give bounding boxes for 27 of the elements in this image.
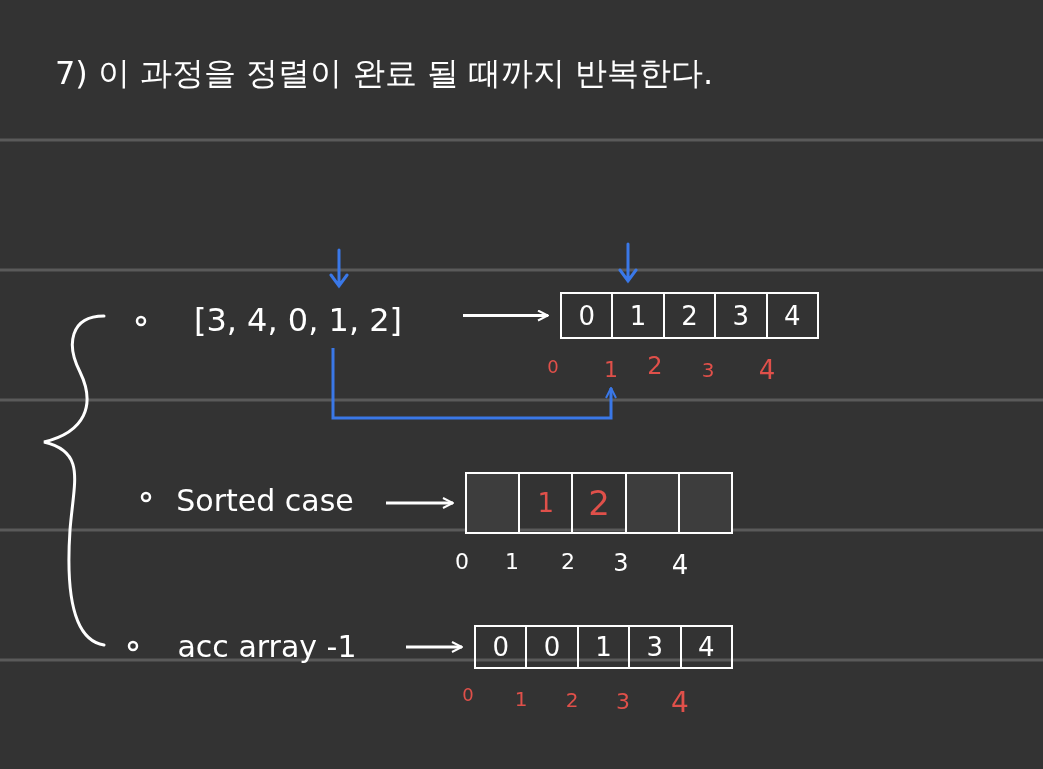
index-number: 4 — [758, 355, 776, 385]
empty-array-cell — [465, 472, 521, 534]
arrow — [331, 348, 617, 420]
index-number: 0 — [462, 683, 474, 705]
index-number: 1 — [599, 352, 623, 386]
index-number: 0 — [455, 548, 469, 574]
index-number: 2 — [647, 352, 663, 380]
list-text: acc array -1 — [158, 622, 376, 670]
title: 7) 이 과정을 정렬이 완료 될 때까지 반복한다. — [55, 53, 714, 94]
arrow — [463, 309, 549, 322]
array-box — [465, 472, 733, 534]
index-number: 1 — [514, 687, 528, 711]
index-number: 3 — [616, 688, 630, 714]
index-number: 4 — [671, 550, 689, 580]
index-number: 0 — [547, 355, 559, 377]
empty-array-cell — [624, 472, 680, 534]
arrow — [386, 497, 454, 509]
index-number: 3 — [613, 549, 629, 577]
index-number: 2 — [561, 548, 575, 574]
index-number: 1 — [505, 548, 519, 574]
index-number: 4 — [671, 685, 689, 719]
index-number: 2 — [565, 688, 579, 712]
empty-array-cell — [677, 472, 733, 534]
index-number: 3 — [701, 358, 715, 382]
list-text: [3, 4, 0, 1, 2] — [163, 292, 433, 348]
arrow — [406, 641, 463, 653]
list-text: Sorted case — [174, 478, 356, 522]
